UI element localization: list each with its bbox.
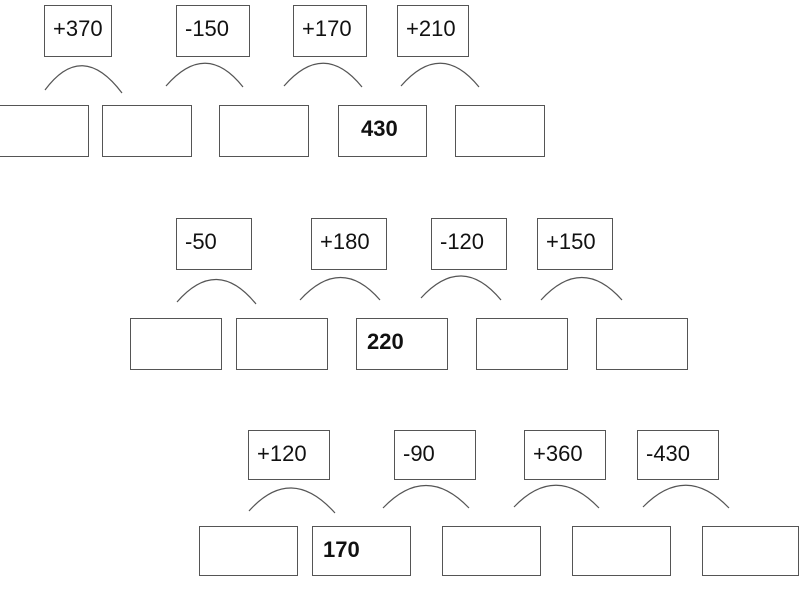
connector-arc [165, 62, 244, 88]
answer-box[interactable] [199, 526, 298, 576]
answer-box[interactable] [130, 318, 222, 370]
answer-box[interactable] [236, 318, 328, 370]
operation-box: +150 [537, 218, 613, 270]
operation-box: -50 [176, 218, 252, 270]
answer-box[interactable] [219, 105, 309, 157]
connector-arc [400, 62, 480, 88]
connector-arc [248, 487, 336, 514]
connector-arc [44, 65, 123, 94]
operation-box: -90 [394, 430, 476, 480]
operation-box: +370 [44, 5, 112, 57]
operation-box: -120 [431, 218, 507, 270]
given-value-box: 170 [312, 526, 411, 576]
operation-box: -430 [637, 430, 719, 480]
answer-box[interactable] [0, 105, 89, 157]
connector-arc [382, 485, 470, 509]
operation-box: +180 [311, 218, 387, 270]
operation-box: +210 [397, 5, 469, 57]
answer-box[interactable] [572, 526, 671, 576]
operation-box: +120 [248, 430, 330, 480]
connector-arc [283, 62, 363, 88]
operation-box: +360 [524, 430, 606, 480]
answer-box[interactable] [596, 318, 688, 370]
answer-box[interactable] [702, 526, 799, 576]
connector-arc [299, 277, 381, 301]
connector-arc [420, 275, 502, 301]
answer-box[interactable] [442, 526, 541, 576]
connector-arc [176, 279, 257, 305]
answer-box[interactable] [102, 105, 192, 157]
given-value-box: 220 [356, 318, 448, 370]
answer-box[interactable] [476, 318, 568, 370]
connector-arc [513, 484, 600, 509]
connector-arc [540, 277, 623, 301]
answer-box[interactable] [455, 105, 545, 157]
connector-arc [642, 484, 730, 509]
given-value-box: 430 [338, 105, 427, 157]
operation-box: +170 [293, 5, 367, 57]
operation-box: -150 [176, 5, 250, 57]
